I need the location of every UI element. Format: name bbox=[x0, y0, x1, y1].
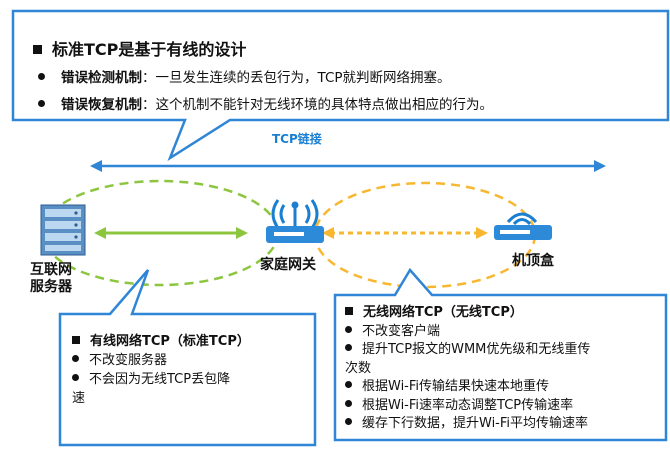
wired-callout-item-1: 不改变服务器 bbox=[72, 351, 308, 370]
home-gateway-label: 家庭网关 bbox=[260, 257, 316, 273]
wireless-callout-item-2: 提升TCP报文的WMM优先级和无线重传 bbox=[345, 341, 663, 360]
wireless-callout-box bbox=[333, 267, 668, 442]
square-bullet-icon bbox=[33, 45, 42, 54]
wireless-callout-item-3: 根据Wi-Fi传输结果快速本地重传 bbox=[345, 378, 663, 397]
dot-bullet-icon bbox=[345, 344, 352, 351]
internet-server-label: 互联网 服务器 bbox=[30, 262, 72, 296]
dot-bullet-icon bbox=[38, 73, 45, 80]
wired-callout-content: 有线网络TCP（标准TCP） 不改变服务器 不会因为无线TCP丢包降 速 bbox=[72, 332, 308, 408]
server-rack-icon bbox=[40, 204, 86, 256]
dot-bullet-icon bbox=[72, 374, 79, 381]
wireless-callout-content: 无线网络TCP（无线TCP） 不改变客户端 提升TCP报文的WMM优先级和无线重… bbox=[345, 304, 663, 434]
wireless-callout-title: 无线网络TCP（无线TCP） bbox=[345, 304, 663, 323]
wired-callout-box bbox=[58, 269, 317, 447]
wireless-callout-item-4: 根据Wi-Fi速率动态调整TCP传输速率 bbox=[345, 397, 663, 416]
wireless-callout-item-1: 不改变客户端 bbox=[345, 323, 663, 342]
top-callout-bullet-2: 错误恢复机制：这个机制不能针对无线环境的具体特点做出相应的行为。 bbox=[38, 93, 493, 113]
dot-bullet-icon bbox=[345, 399, 352, 407]
dot-bullet-icon bbox=[345, 381, 352, 388]
wireless-callout-item-2-cont: 次数 bbox=[345, 360, 372, 376]
tcp-link-label: TCP链接 bbox=[272, 132, 322, 146]
tcp-link-arrow bbox=[90, 160, 606, 172]
top-callout-title: 标准TCP是基于有线的设计 bbox=[33, 36, 246, 60]
dot-bullet-icon bbox=[345, 325, 352, 333]
wireless-callout-item-5: 缓存下行数据，提升Wi-Fi平均传输速率 bbox=[345, 415, 663, 434]
wireless-link-arrow bbox=[322, 227, 488, 239]
top-callout-bullet-1: 错误检测机制：一旦发生连续的丢包行为，TCP就判断网络拥塞。 bbox=[38, 66, 451, 86]
dot-bullet-icon bbox=[345, 418, 352, 425]
internet-server-label-line2: 服务器 bbox=[30, 279, 72, 295]
dot-bullet-icon bbox=[38, 100, 45, 107]
router-icon bbox=[266, 199, 324, 243]
square-bullet-icon bbox=[72, 336, 80, 344]
wired-callout-item-2-cont: 速 bbox=[72, 391, 86, 406]
internet-server-label-line1: 互联网 bbox=[30, 262, 72, 278]
set-top-box-label: 机顶盒 bbox=[512, 253, 554, 269]
top-callout-box bbox=[11, 9, 670, 162]
square-bullet-icon bbox=[345, 307, 353, 315]
wired-callout-title: 有线网络TCP（标准TCP） bbox=[72, 332, 308, 351]
set-top-box-icon bbox=[494, 212, 552, 240]
wired-callout-item-2: 不会因为无线TCP丢包降 bbox=[72, 370, 308, 389]
wired-link-arrow bbox=[94, 227, 248, 239]
dot-bullet-icon bbox=[72, 355, 79, 362]
